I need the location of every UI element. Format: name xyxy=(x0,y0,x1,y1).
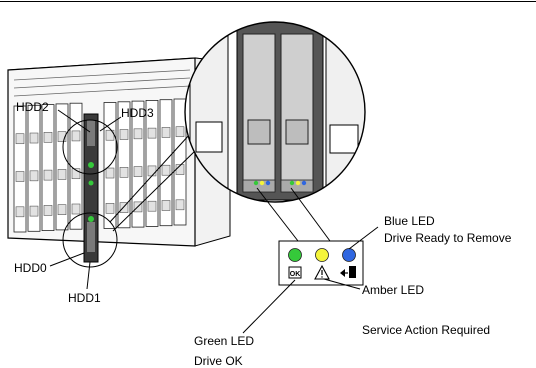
blade-handle xyxy=(29,205,39,217)
zoom-led-blue-right xyxy=(301,180,307,186)
blade-slots xyxy=(13,98,187,233)
blade-handle xyxy=(119,129,129,140)
zoom-led-amber-left xyxy=(259,180,265,186)
blade-handle xyxy=(105,167,115,179)
blade-handle xyxy=(71,203,81,215)
hdd3-label: HDD3 xyxy=(121,106,154,120)
blade-handle xyxy=(147,127,157,139)
led-legend: OK xyxy=(278,240,364,286)
blade-handle xyxy=(161,127,171,138)
blade-handle xyxy=(133,166,143,177)
hdd3-leader xyxy=(99,116,122,132)
ok-icon: OK xyxy=(288,266,302,279)
blade-handle xyxy=(147,200,157,212)
blade-handle xyxy=(161,200,171,211)
blue-led-swatch xyxy=(342,248,356,262)
blade-handle xyxy=(105,203,115,214)
amber-led-title: Amber LED xyxy=(362,283,424,297)
blade-handle xyxy=(29,170,39,182)
hdd-led-upper xyxy=(88,162,94,168)
blade-handle xyxy=(57,131,67,142)
blade-handle xyxy=(147,165,157,177)
blue-led-desc: Drive Ready to Remove xyxy=(384,231,512,245)
zoom-led-amber-right xyxy=(295,180,301,186)
warning-icon xyxy=(314,264,330,280)
hdd2-label: HDD2 xyxy=(16,100,49,114)
green-led-swatch xyxy=(288,248,302,262)
blade-handle xyxy=(161,164,171,176)
zoom-led-green-right xyxy=(289,180,295,186)
ready-to-remove-icon xyxy=(340,266,356,278)
callout-circle-upper xyxy=(62,119,118,175)
blade-handle xyxy=(15,171,25,182)
legend-line-right xyxy=(290,187,331,242)
blade-handle xyxy=(175,199,185,211)
blade-handle xyxy=(71,168,81,180)
blade-handle xyxy=(119,202,129,213)
green-led-title: Green LED xyxy=(194,334,254,348)
callout-circle-lower xyxy=(62,212,118,268)
zoom-led-blue-left xyxy=(265,180,271,186)
hdd-module xyxy=(83,113,99,263)
zoom-line-2 xyxy=(112,149,197,232)
blade-handle xyxy=(57,169,67,180)
magnified-circle xyxy=(184,21,366,203)
blade-handle xyxy=(15,133,25,145)
blade-handle xyxy=(15,206,25,218)
amber-led-swatch xyxy=(315,248,329,262)
blade-handle xyxy=(119,167,129,178)
blade-handle xyxy=(43,132,53,143)
blade-handle xyxy=(29,132,39,144)
hdd-led-lower xyxy=(88,216,94,222)
hdd1-label: HDD1 xyxy=(68,291,101,305)
blade-handle xyxy=(43,169,53,181)
hdd1-leader xyxy=(86,261,91,290)
blade-handle xyxy=(71,130,81,142)
amber-led-desc: Service Action Required xyxy=(362,323,490,337)
ok-icon-text: OK xyxy=(290,271,301,278)
hdd-led-middle xyxy=(88,180,94,186)
server-chassis xyxy=(7,57,231,247)
hdd0-leader xyxy=(49,252,85,267)
hdd0-label: HDD0 xyxy=(14,261,47,275)
green-led-leader xyxy=(242,279,296,334)
zoom-led-green-left xyxy=(253,180,259,186)
hdd2-leader xyxy=(57,109,91,133)
zoom-led-module xyxy=(313,194,319,200)
blade-handle xyxy=(133,128,143,140)
zoom-line-1 xyxy=(109,133,191,223)
blue-led-title: Blue LED xyxy=(384,214,435,228)
amber-led-leader xyxy=(323,278,361,290)
blade-handle xyxy=(175,126,185,138)
blade-handle xyxy=(57,204,67,215)
legend-line-left xyxy=(256,187,299,242)
green-led-desc: Drive OK xyxy=(194,354,243,368)
blue-led-leader xyxy=(348,226,379,250)
blade-handle xyxy=(43,205,53,216)
